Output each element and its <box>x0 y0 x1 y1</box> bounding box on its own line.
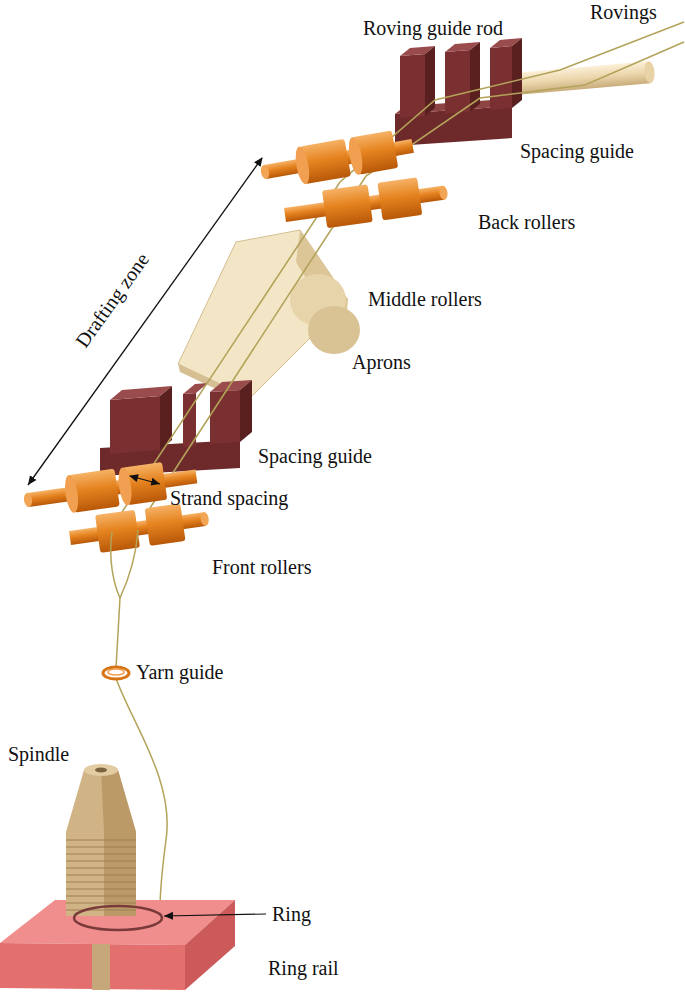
part-label: Spacing guide <box>258 444 372 468</box>
ring <box>74 906 162 930</box>
strand-spacing-arrow <box>130 476 160 484</box>
spacing-guide-top <box>395 38 522 146</box>
drafting-zone-arrow <box>28 158 262 485</box>
yarn-guide <box>103 667 129 679</box>
part-label: Back rollers <box>478 210 575 234</box>
part-label: Front rollers <box>212 555 311 579</box>
part-label: Spacing guide <box>520 139 634 163</box>
spacing-guide-front <box>100 380 252 476</box>
part-label: Spindle <box>8 742 69 766</box>
ring-leader <box>164 914 266 916</box>
part-label: Aprons <box>352 350 411 374</box>
back-top-roller <box>258 127 416 191</box>
roving-guide-rod <box>509 61 655 96</box>
part-label: Yarn guide <box>136 660 223 684</box>
spindle <box>66 764 136 990</box>
part-label: Drafting zone <box>70 248 154 352</box>
part-label: Ring rail <box>268 956 339 980</box>
aprons <box>178 230 360 406</box>
part-label: Roving guide rod <box>363 16 503 40</box>
roving-strands <box>122 22 684 512</box>
part-label: Ring <box>272 902 311 926</box>
part-label: Rovings <box>590 0 657 24</box>
part-label: Middle rollers <box>368 287 482 311</box>
part-label: Strand spacing <box>170 486 288 510</box>
